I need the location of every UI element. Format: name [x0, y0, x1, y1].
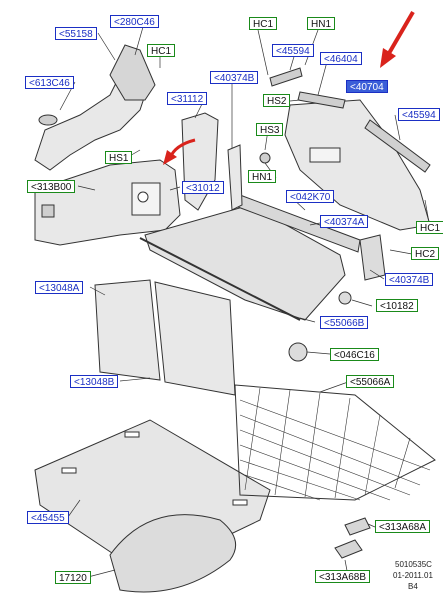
- side-bracket-part: [359, 234, 386, 281]
- hook-part-b: [334, 539, 363, 559]
- hardware-label-HN1-mid[interactable]: HN1: [248, 170, 277, 183]
- part-label-55158[interactable]: <55158: [55, 27, 97, 40]
- cargo-net-mesh: [239, 387, 431, 501]
- part-label-280C46[interactable]: <280C46: [110, 15, 159, 28]
- drawing-revision: B4: [408, 582, 418, 591]
- hardware-label-HN1-top[interactable]: HN1: [307, 17, 336, 30]
- seat-back-left-part: [94, 279, 161, 381]
- part-label-046C16[interactable]: <046C16: [330, 348, 379, 361]
- trim-bracket-part: [109, 44, 156, 101]
- hardware-label-HS3[interactable]: HS3: [256, 123, 284, 136]
- part-label-042K70[interactable]: <042K70: [286, 190, 335, 203]
- part-label-40374B-right[interactable]: <40374B: [385, 273, 434, 286]
- pillar-trim-part: [181, 112, 219, 211]
- drawing-code: 5010535C: [395, 560, 432, 569]
- hardware-label-HS2[interactable]: HS2: [263, 94, 291, 107]
- grommet-part: [288, 342, 308, 362]
- hardware-label-HC2[interactable]: HC2: [411, 247, 440, 260]
- red-arrows: [163, 10, 415, 165]
- strip-part: [364, 119, 431, 173]
- part-label-55066B[interactable]: <55066B: [320, 316, 369, 329]
- part-label-313B00[interactable]: <313B00: [27, 180, 76, 193]
- leader-lines: [59, 19, 431, 578]
- handle-part: [269, 67, 303, 87]
- hook-part-a: [344, 517, 371, 536]
- hardware-label-HC1-right[interactable]: HC1: [416, 221, 443, 234]
- part-label-40704-selected[interactable]: <40704: [346, 80, 388, 93]
- small-clip-part: [41, 204, 55, 218]
- part-label-613C46[interactable]: <613C46: [25, 76, 74, 89]
- fastener-part: [338, 291, 352, 305]
- screw-part: [259, 152, 271, 164]
- part-label-45594-top[interactable]: <45594: [272, 44, 314, 57]
- mat-tab-part-2: [124, 431, 140, 438]
- trim-hole-part: [137, 191, 149, 203]
- part-label-313A68B[interactable]: <313A68B: [315, 570, 370, 583]
- part-label-313A68A[interactable]: <313A68A: [375, 520, 430, 533]
- hardware-label-HS1[interactable]: HS1: [105, 151, 133, 164]
- spare-wheel-tray-part: [109, 514, 237, 593]
- part-label-55066A[interactable]: <55066A: [346, 375, 395, 388]
- part-label-40374A[interactable]: <40374A: [320, 215, 369, 228]
- right-pillar-trim-part: [227, 144, 243, 211]
- part-label-17120[interactable]: 17120: [55, 571, 91, 584]
- hardware-label-HC1-upper-left[interactable]: HC1: [147, 44, 176, 57]
- drawing-date: 01-2011.01: [393, 571, 433, 580]
- upper-right-panel-part: [284, 99, 431, 231]
- part-label-40374B-top[interactable]: <40374B: [210, 71, 259, 84]
- part-label-45594-right[interactable]: <45594: [398, 108, 440, 121]
- part-label-13048A[interactable]: <13048A: [35, 281, 84, 294]
- part-label-31112[interactable]: <31112: [167, 92, 208, 105]
- rail-part: [297, 91, 346, 109]
- hardware-label-HC1-top[interactable]: HC1: [249, 17, 278, 30]
- seat-back-right-part: [154, 281, 236, 396]
- part-label-10182[interactable]: <10182: [376, 299, 418, 312]
- part-label-13048B[interactable]: <13048B: [70, 375, 119, 388]
- mat-tab-part-3: [232, 499, 248, 506]
- panel-slot-part: [309, 147, 341, 163]
- mat-tab-part: [61, 467, 77, 474]
- part-label-45455[interactable]: <45455: [27, 511, 69, 524]
- part-label-46404[interactable]: <46404: [320, 52, 362, 65]
- part-label-31012[interactable]: <31012: [182, 181, 224, 194]
- clip-part: [38, 114, 58, 126]
- cargo-net-part: [234, 384, 436, 501]
- load-cover-roller: [139, 237, 301, 321]
